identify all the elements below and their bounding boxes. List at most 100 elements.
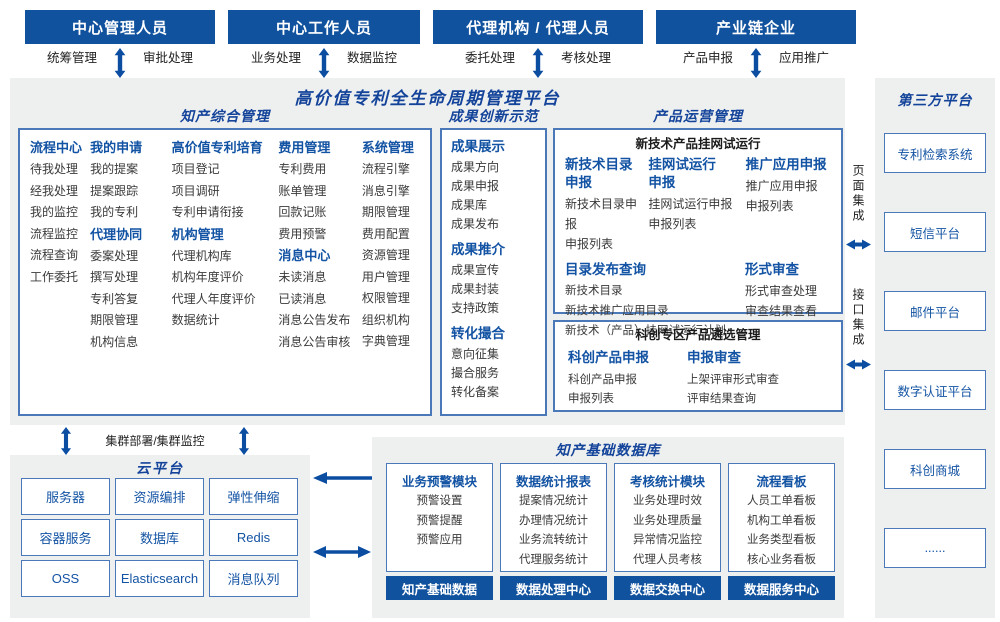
module-item: 预警提醒 <box>416 514 463 527</box>
module-item: 评审结果查询 <box>687 392 756 405</box>
cloud-service-item: Elasticsearch <box>115 560 204 597</box>
module-group-title: 消息中心 <box>278 248 331 263</box>
module-item: 意向征集 <box>451 347 500 361</box>
double-arrow-vertical-icon <box>750 48 762 78</box>
module-item-list: 成果宣传成果封装支持政策 <box>451 261 536 318</box>
module-group-title: 申报审查 <box>687 350 741 365</box>
module-item: 代理服务统计 <box>519 553 588 566</box>
double-arrow-horizontal-icon <box>846 239 871 250</box>
ip-database-title: 知产基础数据库 <box>555 442 661 458</box>
module-item: 期限管理 <box>90 313 139 327</box>
module-group-title: 考核统计模块 <box>629 475 705 489</box>
module-item: 撮合服务 <box>451 366 500 380</box>
module-item: 代理人年度评价 <box>171 291 256 306</box>
third-party-list: 专利检索系统短信平台邮件平台数字认证平台科创商城...... <box>884 133 986 568</box>
database-column: 流程看板 人员工单看板机构工单看板业务类型看板核心业务看板 数据服务中心 <box>728 463 835 600</box>
cloud-service-item: 服务器 <box>21 478 110 515</box>
actor-function-label: 业务处理 <box>250 51 301 65</box>
module-item: 预警设置 <box>416 495 463 507</box>
platform-panel: 高价值专利全生命周期管理平台 知产综合管理 流程中心 待我处理经我处理我的监控流… <box>10 78 845 425</box>
module-group: 新技术目录 申报 新技术目录申报申报列表 <box>565 154 648 254</box>
actor-functions: 统筹管理 审批处理 <box>25 44 215 78</box>
double-arrow-vertical-icon <box>60 426 72 455</box>
module-group: 成果展示 成果方向成果申报成果库成果发布 <box>451 135 536 234</box>
selection-groups-row: 科创产品申报 科创产品申报申报列表 申报审查 上架评审形式审查评审结果查询 <box>565 345 831 408</box>
cloud-service-item: Redis <box>209 519 298 556</box>
module-item-list: 我的提案提案跟踪我的专利 <box>90 159 172 224</box>
module-group-title: 目录发布查询 <box>565 262 646 277</box>
actor-functions: 委托处理 考核处理 <box>433 44 643 78</box>
module-item: 专利答复 <box>90 291 139 306</box>
module-item: 成果宣传 <box>451 263 500 277</box>
module-item: 形式审查处理 <box>745 284 818 298</box>
module-item-list: 代理机构库机构年度评价代理人年度评价数据统计 <box>172 246 279 332</box>
actor-function-label: 产品申报 <box>682 51 733 65</box>
module-group-title: 成果推介 <box>451 242 505 257</box>
double-arrow-vertical-icon <box>532 48 544 78</box>
module-group-title: 新技术目录 申报 <box>565 157 633 190</box>
module-item: 新技术目录 <box>565 285 623 297</box>
cloud-service-item: 弹性伸缩 <box>209 478 298 515</box>
module-group: 我的申请 我的提案提案跟踪我的专利 <box>90 137 172 224</box>
module-item: 申报列表 <box>565 237 614 251</box>
module-group: 目录发布查询 新技术目录新技术推广应用目录新技术（产品）挂网试运行计划 <box>565 259 745 341</box>
actor-function-label: 考核处理 <box>561 51 612 65</box>
module-group-title: 业务预警模块 <box>401 475 477 489</box>
module-item: 支持政策 <box>451 301 500 315</box>
module-item: 提案情况统计 <box>519 495 588 507</box>
actor-header: 产业链企业 <box>656 10 856 44</box>
module-item-list: 待我处理经我处理我的监控流程监控流程查询工作委托 <box>30 159 90 288</box>
database-center-label: 数据处理中心 <box>500 576 607 600</box>
module-item-list: 委案处理撰写处理专利答复期限管理机构信息 <box>90 246 172 354</box>
module-item: 代理人员考核 <box>633 553 702 566</box>
actor-group: 产业链企业 产品申报 应用推广 <box>656 10 856 78</box>
double-arrow-vertical-icon <box>114 48 126 78</box>
trial-groups-row2: 目录发布查询 新技术目录新技术推广应用目录新技术（产品）挂网试运行计划 形式审查… <box>565 259 831 341</box>
third-party-item: 邮件平台 <box>884 291 986 331</box>
actor-function-label: 统筹管理 <box>46 51 97 65</box>
database-module-box: 业务预警模块 预警设置预警提醒预警应用 <box>386 463 493 572</box>
module-item-list: 意向征集撮合服务转化备案 <box>451 345 536 402</box>
trial-run-box: 新技术产品挂网试运行 新技术目录 申报 新技术目录申报申报列表 挂网试运行 申报 <box>553 128 843 337</box>
module-item: 核心业务看板 <box>747 553 816 566</box>
double-arrow-horizontal-icon <box>846 359 871 370</box>
module-item: 未读消息 <box>278 270 327 284</box>
module-item: 字典管理 <box>361 334 410 348</box>
actor-header: 代理机构 / 代理人员 <box>433 10 643 44</box>
module-group-title: 流程中心 <box>30 140 83 155</box>
module-item-list: 新技术目录新技术推广应用目录新技术（产品）挂网试运行计划 <box>565 281 745 341</box>
database-center-label: 知产基础数据 <box>386 576 493 600</box>
platform-title: 高价值专利全生命周期管理平台 <box>294 89 561 108</box>
section-title: 知产综合管理 <box>180 108 270 124</box>
module-group: 机构管理 代理机构库机构年度评价代理人年度评价数据统计 <box>172 224 279 332</box>
double-arrow-vertical-icon <box>238 426 250 455</box>
module-group-title: 代理协同 <box>90 226 143 242</box>
cloud-title: 云平台 <box>136 460 184 476</box>
cloud-service-item: 数据库 <box>115 519 204 556</box>
database-module-box: 考核统计模块 业务处理时效业务处理质量异常情况监控代理人员考核 <box>614 463 721 572</box>
module-item: 费用预警 <box>278 226 327 241</box>
database-column: 数据统计报表 提案情况统计办理情况统计业务流转统计代理服务统计 数据处理中心 <box>500 463 607 600</box>
actor-functions: 业务处理 数据监控 <box>228 44 420 78</box>
cloud-service-item: 消息队列 <box>209 560 298 597</box>
module-item: 已读消息 <box>278 291 327 306</box>
module-item: 业务处理时效 <box>633 495 702 507</box>
module-item: 工作委托 <box>30 269 79 284</box>
module-item: 转化备案 <box>451 385 500 399</box>
module-group: 消息中心 未读消息已读消息消息公告发布消息公告审核 <box>278 245 361 353</box>
module-item-list: 专利费用账单管理回款记账费用预警 <box>278 159 361 245</box>
trial-groups-row: 新技术目录 申报 新技术目录申报申报列表 挂网试运行 申报 挂网试运行申报申报列… <box>565 154 831 254</box>
module-column: 流程中心 待我处理经我处理我的监控流程监控流程查询工作委托 <box>30 137 90 407</box>
module-item: 项目登记 <box>171 162 220 176</box>
module-item: 我的提案 <box>90 162 139 176</box>
module-group: 代理协同 委案处理撰写处理专利答复期限管理机构信息 <box>90 224 172 354</box>
ip-database-panel: 知产基础数据库 业务预警模块 预警设置预警提醒预警应用 知产基础数据 数据统计报… <box>372 437 844 618</box>
module-group-title: 形式审查 <box>745 262 799 277</box>
section-product-ops: 产品运营管理 新技术产品挂网试运行 新技术目录 申报 新技术目录申报申报列表 <box>553 106 843 412</box>
subbox-title: 新技术产品挂网试运行 <box>635 137 761 151</box>
cloud-service-item: 资源编排 <box>115 478 204 515</box>
module-item: 成果发布 <box>451 217 500 231</box>
module-item: 组织机构 <box>361 312 410 327</box>
